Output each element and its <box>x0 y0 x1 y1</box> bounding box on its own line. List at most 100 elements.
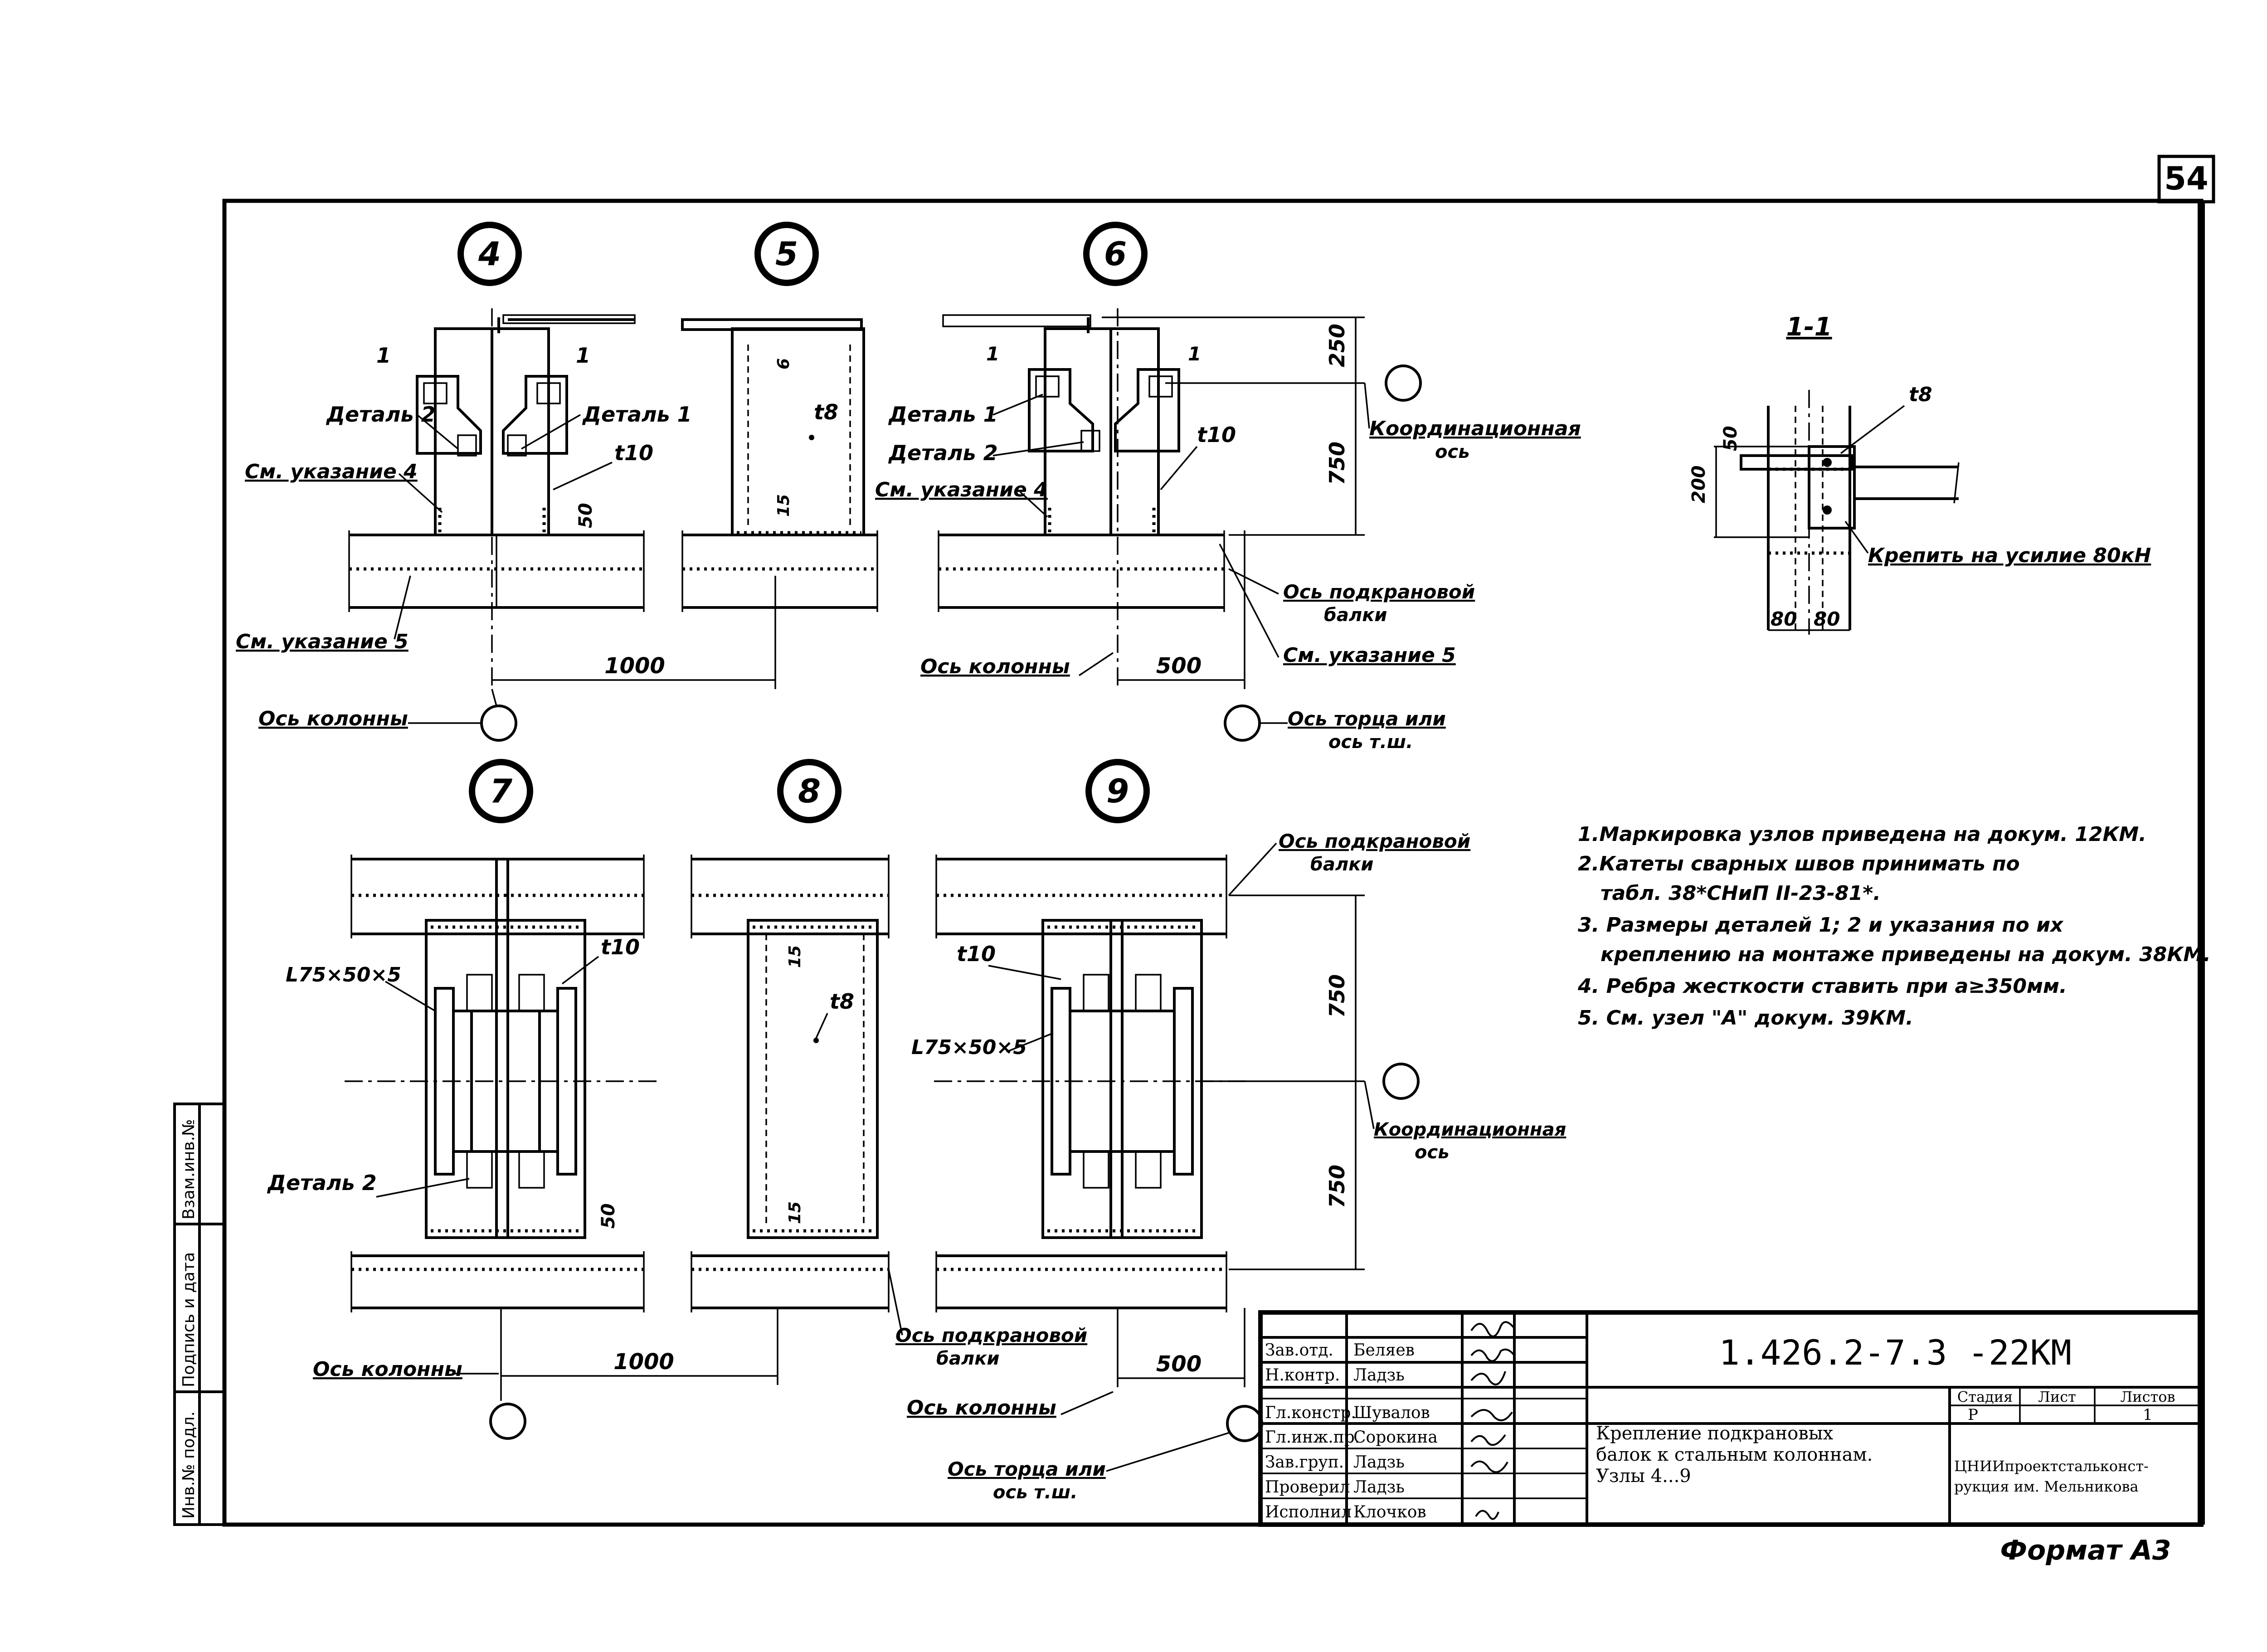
title-line-1: Крепление подкрановых <box>1596 1423 1834 1444</box>
stamp-inv-label: Инв.№ подл. <box>180 1411 198 1519</box>
stamp-replace-label: Взам.инв.№ <box>180 1119 198 1220</box>
node8-beam-axis-1: Ось подкрановой <box>895 1324 1087 1346</box>
side-stamp: Инв.№ подл. Подпись и дата Взам.инв.№ <box>173 1103 226 1526</box>
title-line-2: балок к стальным колоннам. <box>1596 1444 1873 1465</box>
svg-text:1: 1 <box>986 343 999 365</box>
title-block: 1.426.2-7.3 -22КМ Зав.отд. Беляев Н.конт… <box>1258 1310 2204 1527</box>
node4-d1000: 1000 <box>604 653 665 679</box>
role-2: Гл.констр. <box>1265 1404 1356 1422</box>
name-3: Сорокина <box>1353 1428 1438 1447</box>
node6-t10: t10 <box>1197 423 1236 447</box>
svg-text:7: 7 <box>490 772 512 810</box>
node4-see4: См. указание 4 <box>245 460 418 483</box>
node-marker-7: 7 <box>469 759 533 823</box>
top-d750: 750 <box>1325 442 1349 485</box>
doc-code: 1.426.2-7.3 -22КМ <box>1719 1332 2072 1373</box>
name-1: Ладзь <box>1353 1366 1405 1385</box>
sheet-frame: 54 Формат А3 <box>222 155 2215 1566</box>
section-t8: t8 <box>1909 383 1932 406</box>
note-3b: креплению на монтаже приведены на докум.… <box>1601 943 2211 966</box>
node6-d500: 500 <box>1156 653 1202 679</box>
node4-detail1: Деталь 1 <box>582 402 692 427</box>
section-label: 1-1 <box>1786 312 1832 342</box>
stamp-sign-label: Подпись и дата <box>180 1252 198 1387</box>
bottom-beam-axis-2: балки <box>1310 854 1373 875</box>
role-6: Исполнил <box>1265 1503 1352 1521</box>
node6-beam-axis-2: балки <box>1324 605 1387 626</box>
role-4: Зав.груп. <box>1265 1453 1344 1472</box>
bottom-vertical-dimensions: 750 750 Координационная ось Ось подкрано… <box>1202 830 1566 1270</box>
node6-detail1: Деталь 1 <box>888 402 998 427</box>
node6-end-axis-2: ось т.ш. <box>1328 732 1413 753</box>
node7-detail2: Деталь 2 <box>267 1171 377 1195</box>
node8-beam-axis-2: балки <box>936 1348 999 1369</box>
node9-end-axis-1: Ось торца или <box>948 1458 1106 1480</box>
bottom-beam-axis-1: Ось подкрановой <box>1279 830 1470 852</box>
node-5-drawing: t8 6 15 <box>681 318 878 612</box>
node5-t8: t8 <box>814 400 838 424</box>
node9-angle: L75×50×5 <box>911 1036 1027 1059</box>
bottom-d750-top: 750 <box>1325 974 1349 1018</box>
general-notes: 1.Маркировка узлов приведена на докум. 1… <box>1577 823 2211 1030</box>
node9-end-axis-2: ось т.ш. <box>993 1482 1077 1503</box>
node-6-drawing: 1 1 Деталь 1 Деталь 2 См. указание 4 t10… <box>875 308 1475 753</box>
node4-t10: t10 <box>614 441 653 465</box>
name-2: Шувалов <box>1353 1404 1430 1422</box>
role-3: Гл.инж.пр. <box>1265 1428 1360 1447</box>
node4-see5: См. указание 5 <box>236 630 409 653</box>
name-4: Ладзь <box>1353 1453 1405 1472</box>
top-vertical-dimensions: 250 750 Координационная ось <box>1102 316 1581 536</box>
section-fix-force: Крепить на усилие 80кН <box>1868 544 2151 567</box>
name-0: Беляев <box>1353 1341 1415 1360</box>
node6-detail2: Деталь 2 <box>888 441 998 465</box>
node6-column-axis: Ось колонны <box>920 655 1070 678</box>
svg-text:9: 9 <box>1106 772 1129 810</box>
format-label: Формат А3 <box>2000 1535 2171 1566</box>
sheets-value: 1 <box>2143 1406 2153 1424</box>
node6-beam-axis-1: Ось подкрановой <box>1283 581 1475 603</box>
node8-d15-top: 15 <box>786 945 804 968</box>
svg-text:6: 6 <box>1104 235 1127 273</box>
node-7-drawing: L75×50×5 t10 Деталь 2 50 1000 Ось колонн… <box>267 855 778 1440</box>
note-2a: 2.Катеты сварных швов принимать по <box>1578 852 2020 875</box>
node6-see4: См. указание 4 <box>875 478 1048 501</box>
sheets-header: Листов <box>2121 1388 2175 1405</box>
node-4-drawing: 1 1 Деталь 2 Деталь 1 См. указание 4 t10… <box>236 308 776 742</box>
node6-end-axis-1: Ось торца или <box>1288 708 1446 730</box>
node-marker-8: 8 <box>777 759 842 823</box>
node-markers: 4 5 6 7 8 9 <box>457 222 1150 823</box>
node9-d500: 500 <box>1156 1351 1202 1377</box>
node7-t10: t10 <box>601 935 640 959</box>
node8-t8: t8 <box>830 989 854 1014</box>
node7-column-axis: Ось колонны <box>313 1358 462 1381</box>
bottom-d750-bot: 750 <box>1325 1165 1349 1208</box>
note-5: 5. См. узел "А" докум. 39КМ. <box>1578 1006 1913 1030</box>
node-marker-4: 4 <box>457 222 522 286</box>
node-marker-6: 6 <box>1083 222 1148 286</box>
signatures <box>1470 1321 1515 1520</box>
org-line-1: ЦНИИпроектстальконст- <box>1954 1458 2149 1475</box>
node5-d6: 6 <box>774 358 793 369</box>
svg-text:8: 8 <box>798 772 821 810</box>
node7-d1000: 1000 <box>613 1349 674 1375</box>
cut-mark-right: 1 <box>576 343 590 368</box>
svg-text:5: 5 <box>775 235 798 273</box>
node-8-drawing: t8 15 15 Ось подкрановой балки <box>691 855 1087 1369</box>
cut-mark-left: 1 <box>376 343 391 368</box>
org-line-2: рукция им. Мельникова <box>1954 1478 2139 1495</box>
stage-value: Р <box>1968 1406 1978 1424</box>
node7-d50: 50 <box>598 1203 619 1229</box>
node4-detail2: Деталь 2 <box>326 402 436 427</box>
note-2b: табл. 38*СНиП II-23-81*. <box>1601 882 1881 905</box>
sheet-number: 54 <box>2164 160 2208 197</box>
svg-text:1: 1 <box>1188 343 1201 365</box>
node8-d15-bot: 15 <box>786 1201 804 1224</box>
note-3a: 3. Размеры деталей 1; 2 и указания по их <box>1578 913 2064 937</box>
node9-t10: t10 <box>957 942 996 966</box>
stage-header: Стадия <box>1957 1388 2013 1405</box>
role-1: Н.контр. <box>1265 1366 1340 1385</box>
role-0: Зав.отд. <box>1265 1341 1333 1360</box>
node-marker-9: 9 <box>1085 759 1150 823</box>
top-coord-axis-1: Координационная <box>1369 417 1581 440</box>
